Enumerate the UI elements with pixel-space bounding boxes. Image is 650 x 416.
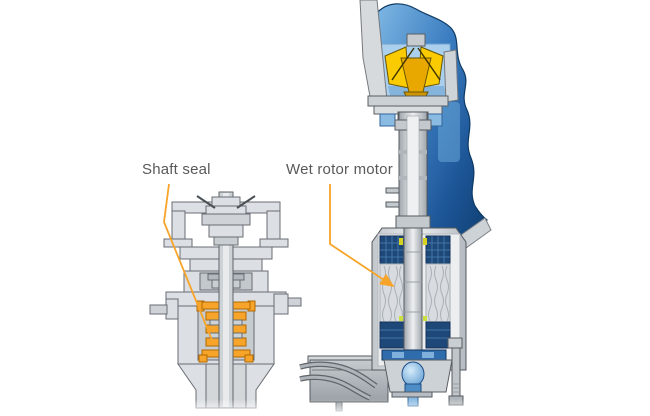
wet-rotor-motor-section xyxy=(371,227,467,407)
bottom-fade xyxy=(0,399,650,416)
wet-rotor-motor-leader-line xyxy=(329,184,395,287)
shaft-tube xyxy=(385,111,432,241)
cotter-pins xyxy=(196,195,256,209)
pump-shaft-highlight xyxy=(223,193,229,407)
left-plug xyxy=(149,304,168,315)
power-cables xyxy=(299,361,378,401)
pipe-highlight xyxy=(438,102,460,162)
label-wet-rotor-motor: Wet rotor motor xyxy=(286,161,393,178)
shaft-coupling xyxy=(201,196,251,246)
shaft-seal-leader-line xyxy=(163,183,215,346)
stator-winding-left xyxy=(379,235,405,349)
right-plug xyxy=(287,297,302,307)
label-shaft-seal: Shaft seal xyxy=(142,161,211,178)
pipe-wall-cut-right xyxy=(443,49,459,103)
stator-winding-right xyxy=(423,235,451,349)
motor-stool xyxy=(163,201,289,248)
